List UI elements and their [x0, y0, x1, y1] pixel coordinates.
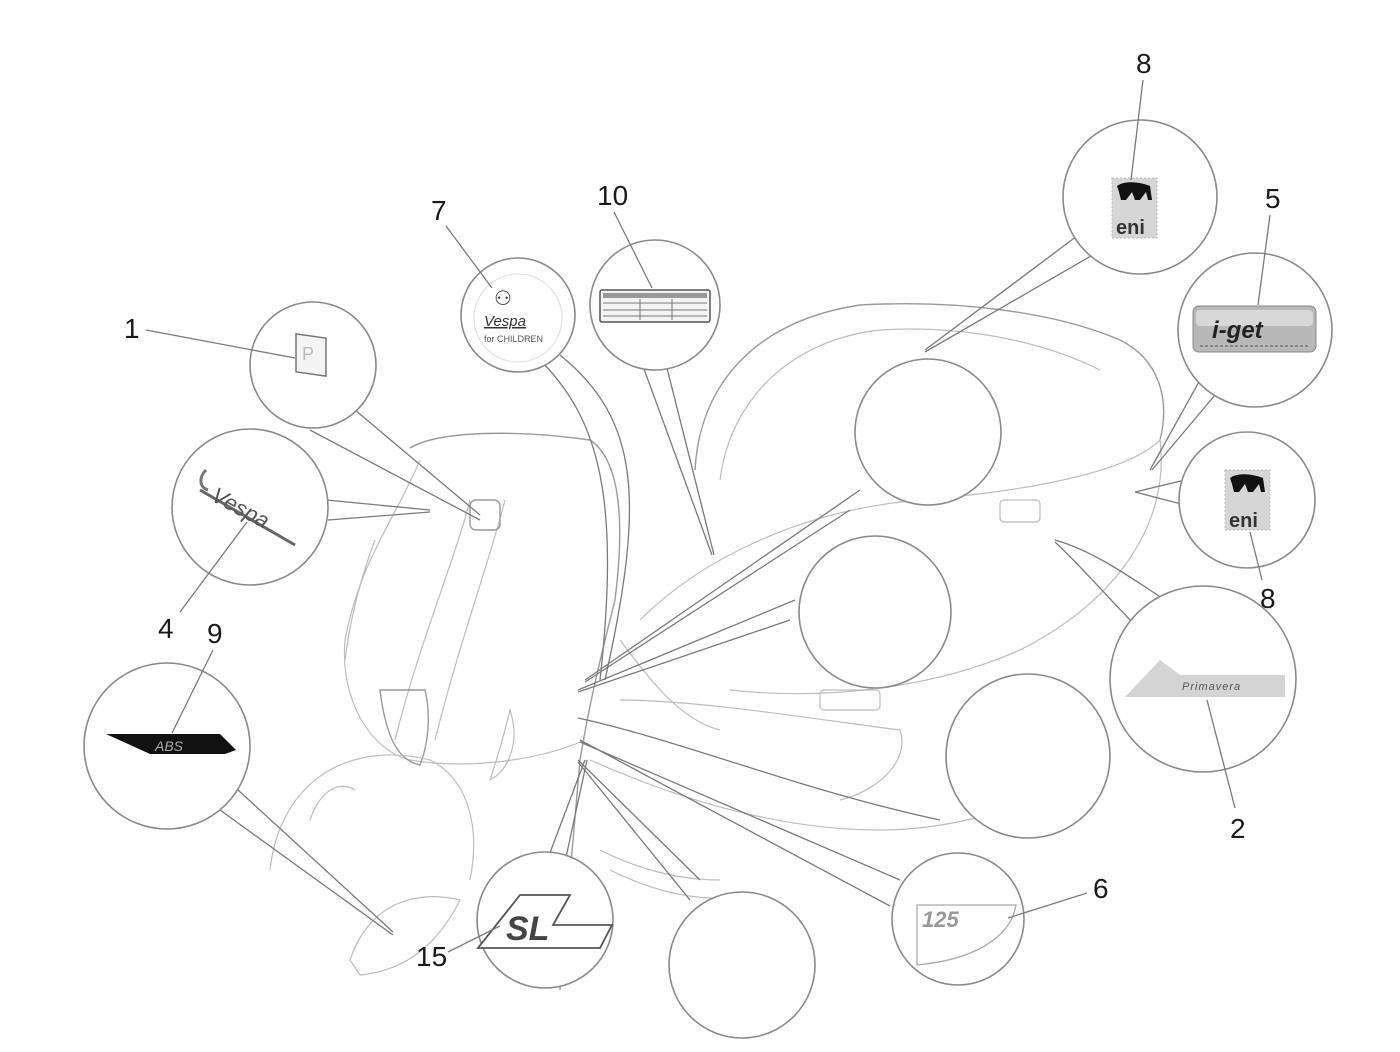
children-figures-icon: ⚇: [494, 288, 512, 310]
eni-decal-side-art: eni: [1224, 469, 1271, 532]
125-decal-art: 125: [916, 904, 1017, 966]
tail-2: [1054, 539, 1166, 631]
tail-8b: [1134, 479, 1186, 506]
fender-slot: [309, 785, 356, 821]
front-fender-lower: [349, 896, 461, 976]
tail-6: [579, 739, 901, 907]
abs-decal-art: ABS: [106, 734, 236, 754]
pointer-8a: [1130, 79, 1144, 181]
ref-label-7: 7: [431, 195, 447, 226]
pointer-10: [613, 211, 653, 289]
ref-label-10: 10: [597, 180, 628, 211]
tail-9: [219, 789, 394, 936]
callouts: [83, 119, 1333, 1039]
primavera-text: Primavera: [1182, 681, 1241, 693]
tail-10: [639, 357, 715, 556]
side-mount: [819, 689, 881, 711]
front-mount: [469, 499, 501, 531]
callout-4: [171, 428, 329, 586]
ref-label-4: 4: [158, 613, 174, 644]
tunnel: [619, 639, 721, 731]
leg-shield-inner: [343, 459, 586, 765]
children-subtext: for CHILDREN: [484, 334, 543, 344]
callout-7: [460, 257, 576, 373]
i-get-text: i-get: [1212, 317, 1264, 344]
front-slot-right: [488, 707, 515, 782]
ref-label-15: 15: [416, 941, 447, 972]
scooter-outline: [269, 303, 1165, 991]
ref-label-6: 6: [1093, 873, 1109, 904]
horn-cover: [394, 499, 471, 741]
rear-latch: [999, 499, 1041, 523]
callout-tails: [219, 229, 1216, 936]
reference-labels: 1 4 9 7 10 8 5 8 2 6 15: [124, 48, 1281, 972]
front-grille: [379, 689, 429, 766]
side-panel-lower: [619, 699, 903, 801]
for-children-decal: ⚇ Vespa for CHILDREN: [473, 273, 563, 363]
ref-label-2: 2: [1230, 813, 1246, 844]
sl-decal-art: SL: [476, 894, 614, 949]
piaggio-plate-decal: P: [295, 333, 327, 377]
front-slot-left: [344, 539, 376, 661]
pointer-1: [145, 329, 296, 359]
horn-cover-2: [434, 499, 506, 741]
footrest-lines: [599, 849, 731, 899]
ref-label-1: 1: [124, 313, 140, 344]
callout-blank-b: [798, 535, 952, 689]
eni-text-side: eni: [1229, 510, 1258, 532]
pointer-7: [445, 225, 493, 289]
piaggio-letter: P: [302, 344, 314, 364]
seat-inner: [719, 328, 1101, 481]
seat-frame: [694, 303, 1165, 471]
tail-8a: [924, 229, 1111, 353]
callout-blank-d: [668, 891, 816, 1039]
eni-decal-top-art: eni: [1111, 177, 1158, 239]
ref-label-8-side: 8: [1260, 583, 1276, 614]
125-text: 125: [922, 907, 959, 932]
ref-label-8-top: 8: [1136, 48, 1152, 79]
tail-blank-d: [577, 759, 701, 901]
children-vespa-text: Vespa: [484, 313, 526, 330]
tail-blank-b: [577, 599, 796, 693]
tail-1: [309, 409, 481, 521]
six-legged-dog-icon: [1117, 182, 1152, 200]
pointer-2: [1206, 699, 1236, 809]
primavera-decal-art: Primavera: [1125, 660, 1285, 697]
callout-blank-c: [945, 673, 1111, 839]
pointer-6: [1007, 892, 1088, 919]
tyre-label-decal: [599, 289, 711, 323]
pointer-8b: [1249, 531, 1263, 581]
pointer-15: [447, 925, 501, 953]
tail-15: [544, 759, 588, 867]
tail-blank-c: [577, 717, 941, 821]
front-fender: [269, 754, 475, 881]
pointer-5: [1257, 214, 1271, 306]
i-get-badge-art: i-get: [1192, 305, 1317, 353]
tail-5: [1149, 379, 1216, 471]
callout-blank-a: [854, 358, 1002, 506]
abs-text: ABS: [154, 738, 184, 754]
pointer-9: [171, 649, 214, 734]
tail-blank-a: [584, 489, 861, 683]
pointer-4: [179, 521, 248, 613]
side-panel: [639, 438, 1162, 695]
ref-label-5: 5: [1265, 183, 1281, 214]
tail-4: [325, 499, 431, 521]
six-legged-dog-icon: [1230, 474, 1265, 492]
eni-text-top: eni: [1116, 217, 1145, 239]
ref-label-9: 9: [207, 618, 223, 649]
sl-text: SL: [506, 910, 549, 948]
tail-7: [539, 354, 631, 681]
